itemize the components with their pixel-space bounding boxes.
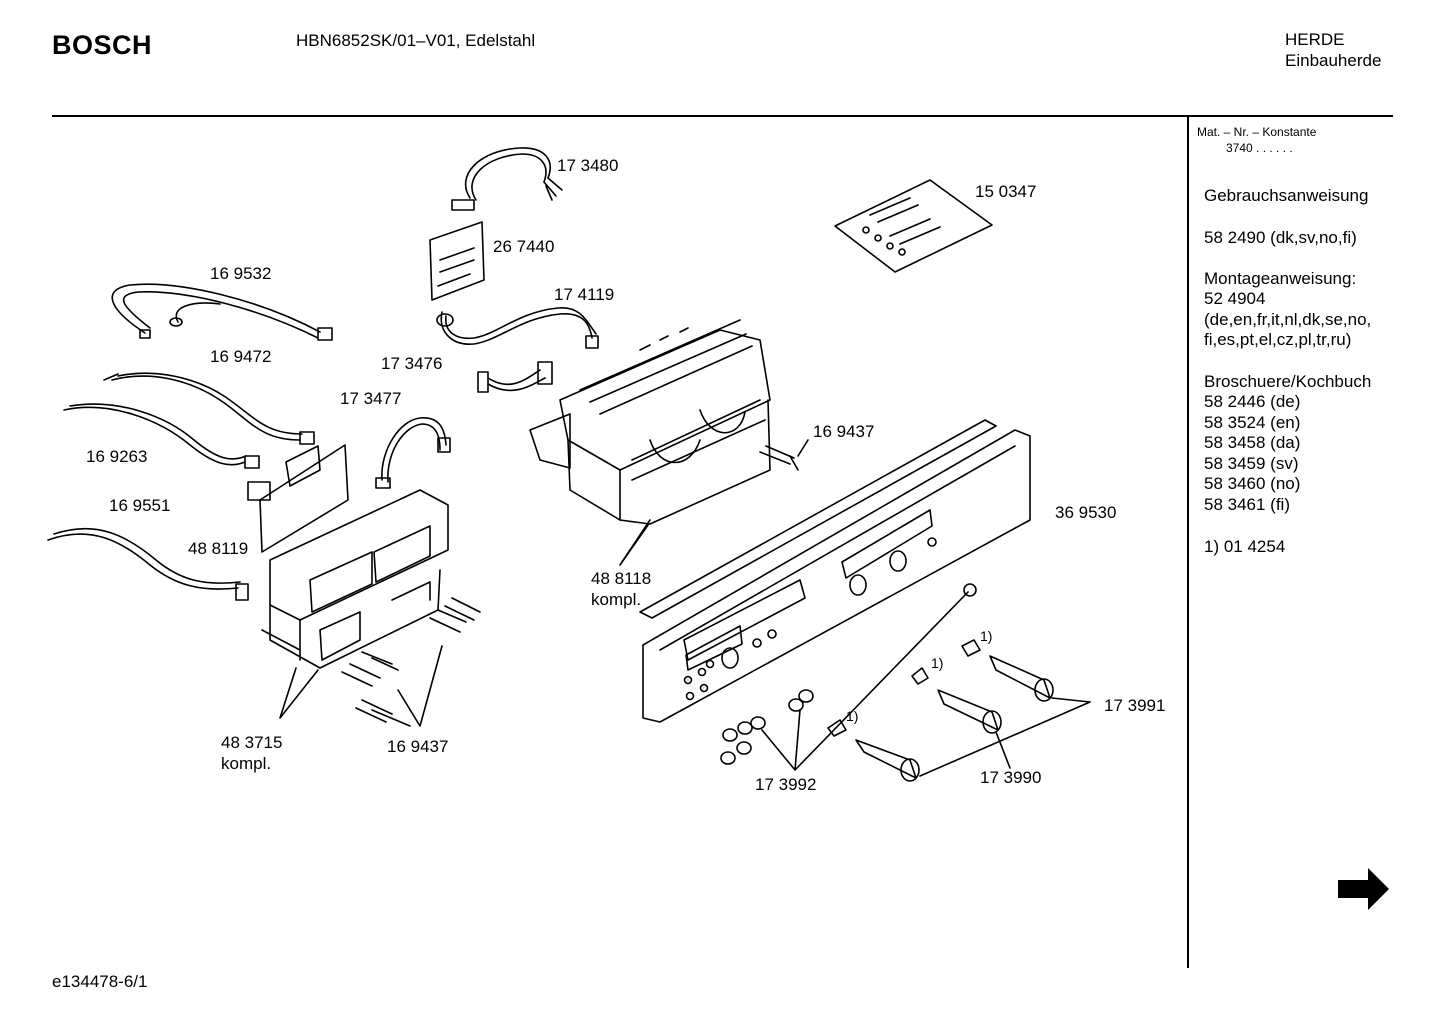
leader-169437-left <box>371 645 443 727</box>
cable-174119 <box>436 307 599 349</box>
cable-173477 <box>375 417 451 489</box>
leader-173990 <box>995 731 1011 769</box>
part-label-173477: 17 3477 <box>340 389 402 408</box>
module-488118 <box>529 319 771 525</box>
board-267440 <box>429 221 485 301</box>
part-label-169263: 16 9263 <box>86 447 148 466</box>
part-label-267440: 26 7440 <box>493 237 555 256</box>
part-label-169437-left: 16 9437 <box>387 737 449 756</box>
manual-heading: Gebrauchsanweisung <box>1204 186 1369 205</box>
part-label-169551: 16 9551 <box>109 496 171 515</box>
label-patch-3 <box>961 639 981 657</box>
manual-number: 58 2490 (dk,sv,no,fi) <box>1204 228 1357 247</box>
connector-pin-169437-right <box>759 445 799 471</box>
cable-169551 <box>47 527 249 601</box>
part-label-169437-right: 16 9437 <box>813 422 875 441</box>
part-label-150347: 15 0347 <box>975 182 1037 201</box>
part-label-488118: 48 8118 <box>591 569 652 588</box>
knob-173990 <box>937 689 1002 734</box>
leader-169437-right <box>797 439 809 457</box>
mat-nr-value: 3740 . . . . . . <box>1226 141 1293 155</box>
part-label-173992: 17 3992 <box>755 775 817 794</box>
category-label: HERDE <box>1285 30 1345 49</box>
install-langs-2: fi,es,pt,el,cz,pl,tr,ru) <box>1204 330 1352 349</box>
cable-173476 <box>477 361 553 393</box>
leader-483715 <box>279 667 319 719</box>
front-panel-369530 <box>639 419 1031 723</box>
brochure-item: 58 3458 (da) <box>1204 433 1301 452</box>
footnote-marker-3: 1) <box>846 708 859 724</box>
leader-488118 <box>619 519 651 566</box>
install-number: 52 4904 <box>1204 289 1266 308</box>
brochure-item: 58 3461 (fi) <box>1204 495 1290 514</box>
sheet-id: e134478-6/1 <box>52 972 148 991</box>
part-label-173990: 17 3990 <box>980 768 1042 787</box>
brand-logo: BOSCH <box>52 30 153 60</box>
brochure-heading: Broschuere/Kochbuch <box>1204 372 1372 391</box>
part-label-169532: 16 9532 <box>210 264 272 283</box>
install-heading: Montageanweisung: <box>1204 269 1357 288</box>
knob-173991-a <box>855 739 920 782</box>
cable-169263 <box>63 403 260 469</box>
footnote-marker-1: 1) <box>980 628 993 644</box>
mat-nr-label: Mat. – Nr. – Konstante <box>1197 125 1317 139</box>
leader-173992 <box>761 591 969 771</box>
part-label-488119: 48 8119 <box>188 539 249 558</box>
part-label-173480: 17 3480 <box>557 156 619 175</box>
brochure-item: 58 3524 (en) <box>1204 413 1301 432</box>
knob-173991-b <box>989 655 1054 702</box>
part-label-488118-kompl: kompl. <box>591 590 642 609</box>
cable-173480 <box>451 147 563 211</box>
footnote-text: 1) 01 4254 <box>1204 537 1286 556</box>
knobs-173992 <box>720 583 977 765</box>
brochure-item: 58 3460 (no) <box>1204 474 1301 493</box>
brochure-item: 58 3459 (sv) <box>1204 454 1299 473</box>
screw-bag-150347 <box>834 179 993 273</box>
part-label-173476: 17 3476 <box>381 354 443 373</box>
part-label-369530: 36 9530 <box>1055 503 1117 522</box>
install-langs-1: (de,en,fr,it,nl,dk,se,no, <box>1204 310 1372 329</box>
part-label-483715: 48 3715 <box>221 733 283 752</box>
connector-pins-169437-left <box>341 597 481 723</box>
brochure-item: 58 2446 (de) <box>1204 392 1301 411</box>
part-label-483715-kompl: kompl. <box>221 754 272 773</box>
label-patch-2 <box>911 667 929 685</box>
module-483715 <box>261 489 449 669</box>
label-patch-1 <box>827 719 847 737</box>
cable-169472 <box>103 372 315 445</box>
next-page-arrow <box>1338 868 1389 910</box>
leader-173991 <box>919 697 1091 777</box>
subcategory-label: Einbauherde <box>1285 51 1382 70</box>
board-488119 <box>247 444 349 553</box>
footnote-marker-2: 1) <box>931 655 944 671</box>
model-title: HBN6852SK/01–V01, Edelstahl <box>296 31 536 50</box>
part-label-169472: 16 9472 <box>210 347 272 366</box>
part-label-173991: 17 3991 <box>1104 696 1166 715</box>
part-label-174119: 17 4119 <box>554 285 615 304</box>
cable-169532 <box>111 283 333 341</box>
